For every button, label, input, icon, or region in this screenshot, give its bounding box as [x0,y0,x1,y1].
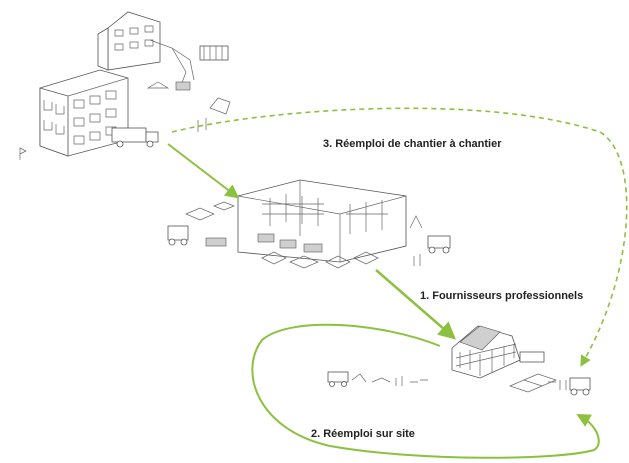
arrow-site-to-site-dashed [171,107,628,367]
label-professional-suppliers: 1. Fournisseurs professionnels [420,290,584,302]
arrow-warehouse-to-new-site [375,269,456,340]
arrow-onsite-reuse-loop [251,323,600,459]
supplier-warehouse-illustration [167,179,451,269]
arrow-demolition-to-warehouse [167,143,240,199]
demolition-site-illustration [19,11,231,160]
new-build-site-illustration [327,325,591,396]
label-site-to-site-reuse: 3. Réemploi de chantier à chantier [323,138,502,150]
label-onsite-reuse: 2. Réemploi sur site [311,428,415,440]
